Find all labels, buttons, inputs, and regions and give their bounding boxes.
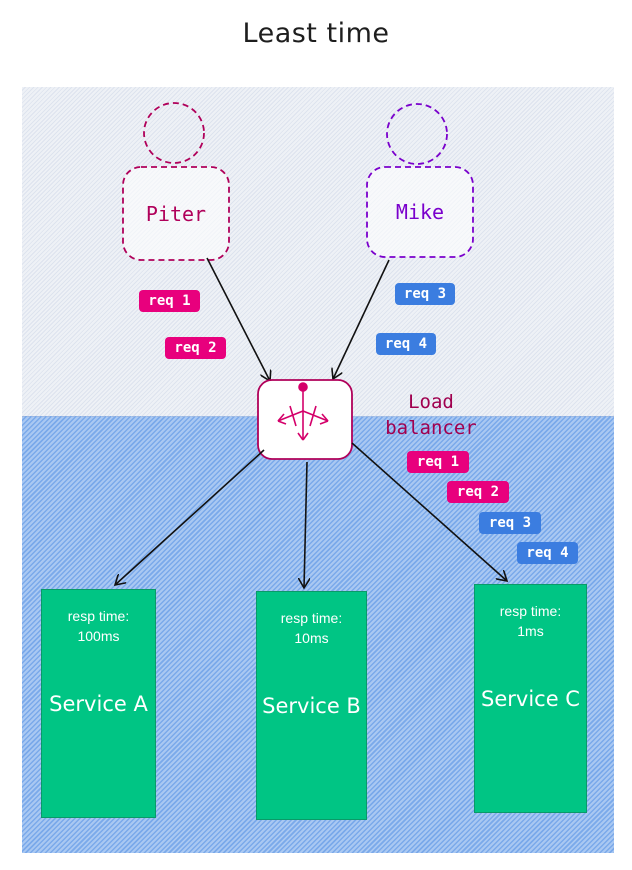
arrow-lb-service-a	[115, 449, 265, 585]
arrow-mike-lb	[333, 259, 390, 379]
resp-time-value: 1ms	[517, 623, 544, 639]
service-a-name: Service A	[49, 692, 148, 716]
load-balancer-label-line1: Load	[408, 391, 454, 413]
resp-time-value: 10ms	[294, 630, 329, 646]
user-label-mike: Mike	[395, 200, 445, 224]
resp-time-value: 100ms	[77, 628, 120, 644]
resp-time-label: resp time:	[67, 608, 130, 624]
piter-body	[122, 166, 230, 261]
diagram-title: Least time	[242, 18, 390, 49]
mike-head	[386, 103, 448, 165]
service-c-resp: resp time: 1ms	[475, 601, 586, 641]
mike-body	[366, 166, 474, 258]
load-balancer-label: Load balancer	[376, 389, 486, 441]
service-b-resp: resp time: 10ms	[257, 608, 366, 648]
arrow-lb-service-b	[304, 461, 307, 588]
request-tag: req 1	[407, 451, 469, 473]
service-a-box: resp time: 100ms Service A	[41, 589, 156, 818]
request-tag: req 2	[165, 337, 226, 359]
arrow-piter-lb	[206, 257, 270, 381]
request-tag: req 4	[517, 542, 578, 564]
request-tag: req 2	[447, 481, 509, 503]
load-balancer-label-line2: balancer	[385, 417, 477, 439]
request-tag: req 1	[139, 290, 200, 312]
resp-time-label: resp time:	[499, 603, 562, 619]
piter-head	[143, 102, 205, 164]
service-b-box: resp time: 10ms Service B	[256, 591, 367, 820]
load-balancer-box	[257, 379, 353, 460]
resp-time-label: resp time:	[280, 610, 343, 626]
arrow-lb-service-c	[351, 442, 507, 581]
service-c-box: resp time: 1ms Service C	[474, 584, 587, 813]
request-tag: req 3	[395, 283, 455, 305]
request-tag: req 3	[479, 512, 541, 534]
service-b-name: Service B	[262, 694, 361, 718]
service-c-name: Service C	[481, 687, 580, 711]
client-zone	[22, 87, 614, 417]
load-balancer-icon	[277, 382, 329, 441]
user-label-piter: Piter	[145, 202, 207, 226]
service-a-resp: resp time: 100ms	[42, 606, 155, 646]
request-tag: req 4	[376, 333, 436, 355]
